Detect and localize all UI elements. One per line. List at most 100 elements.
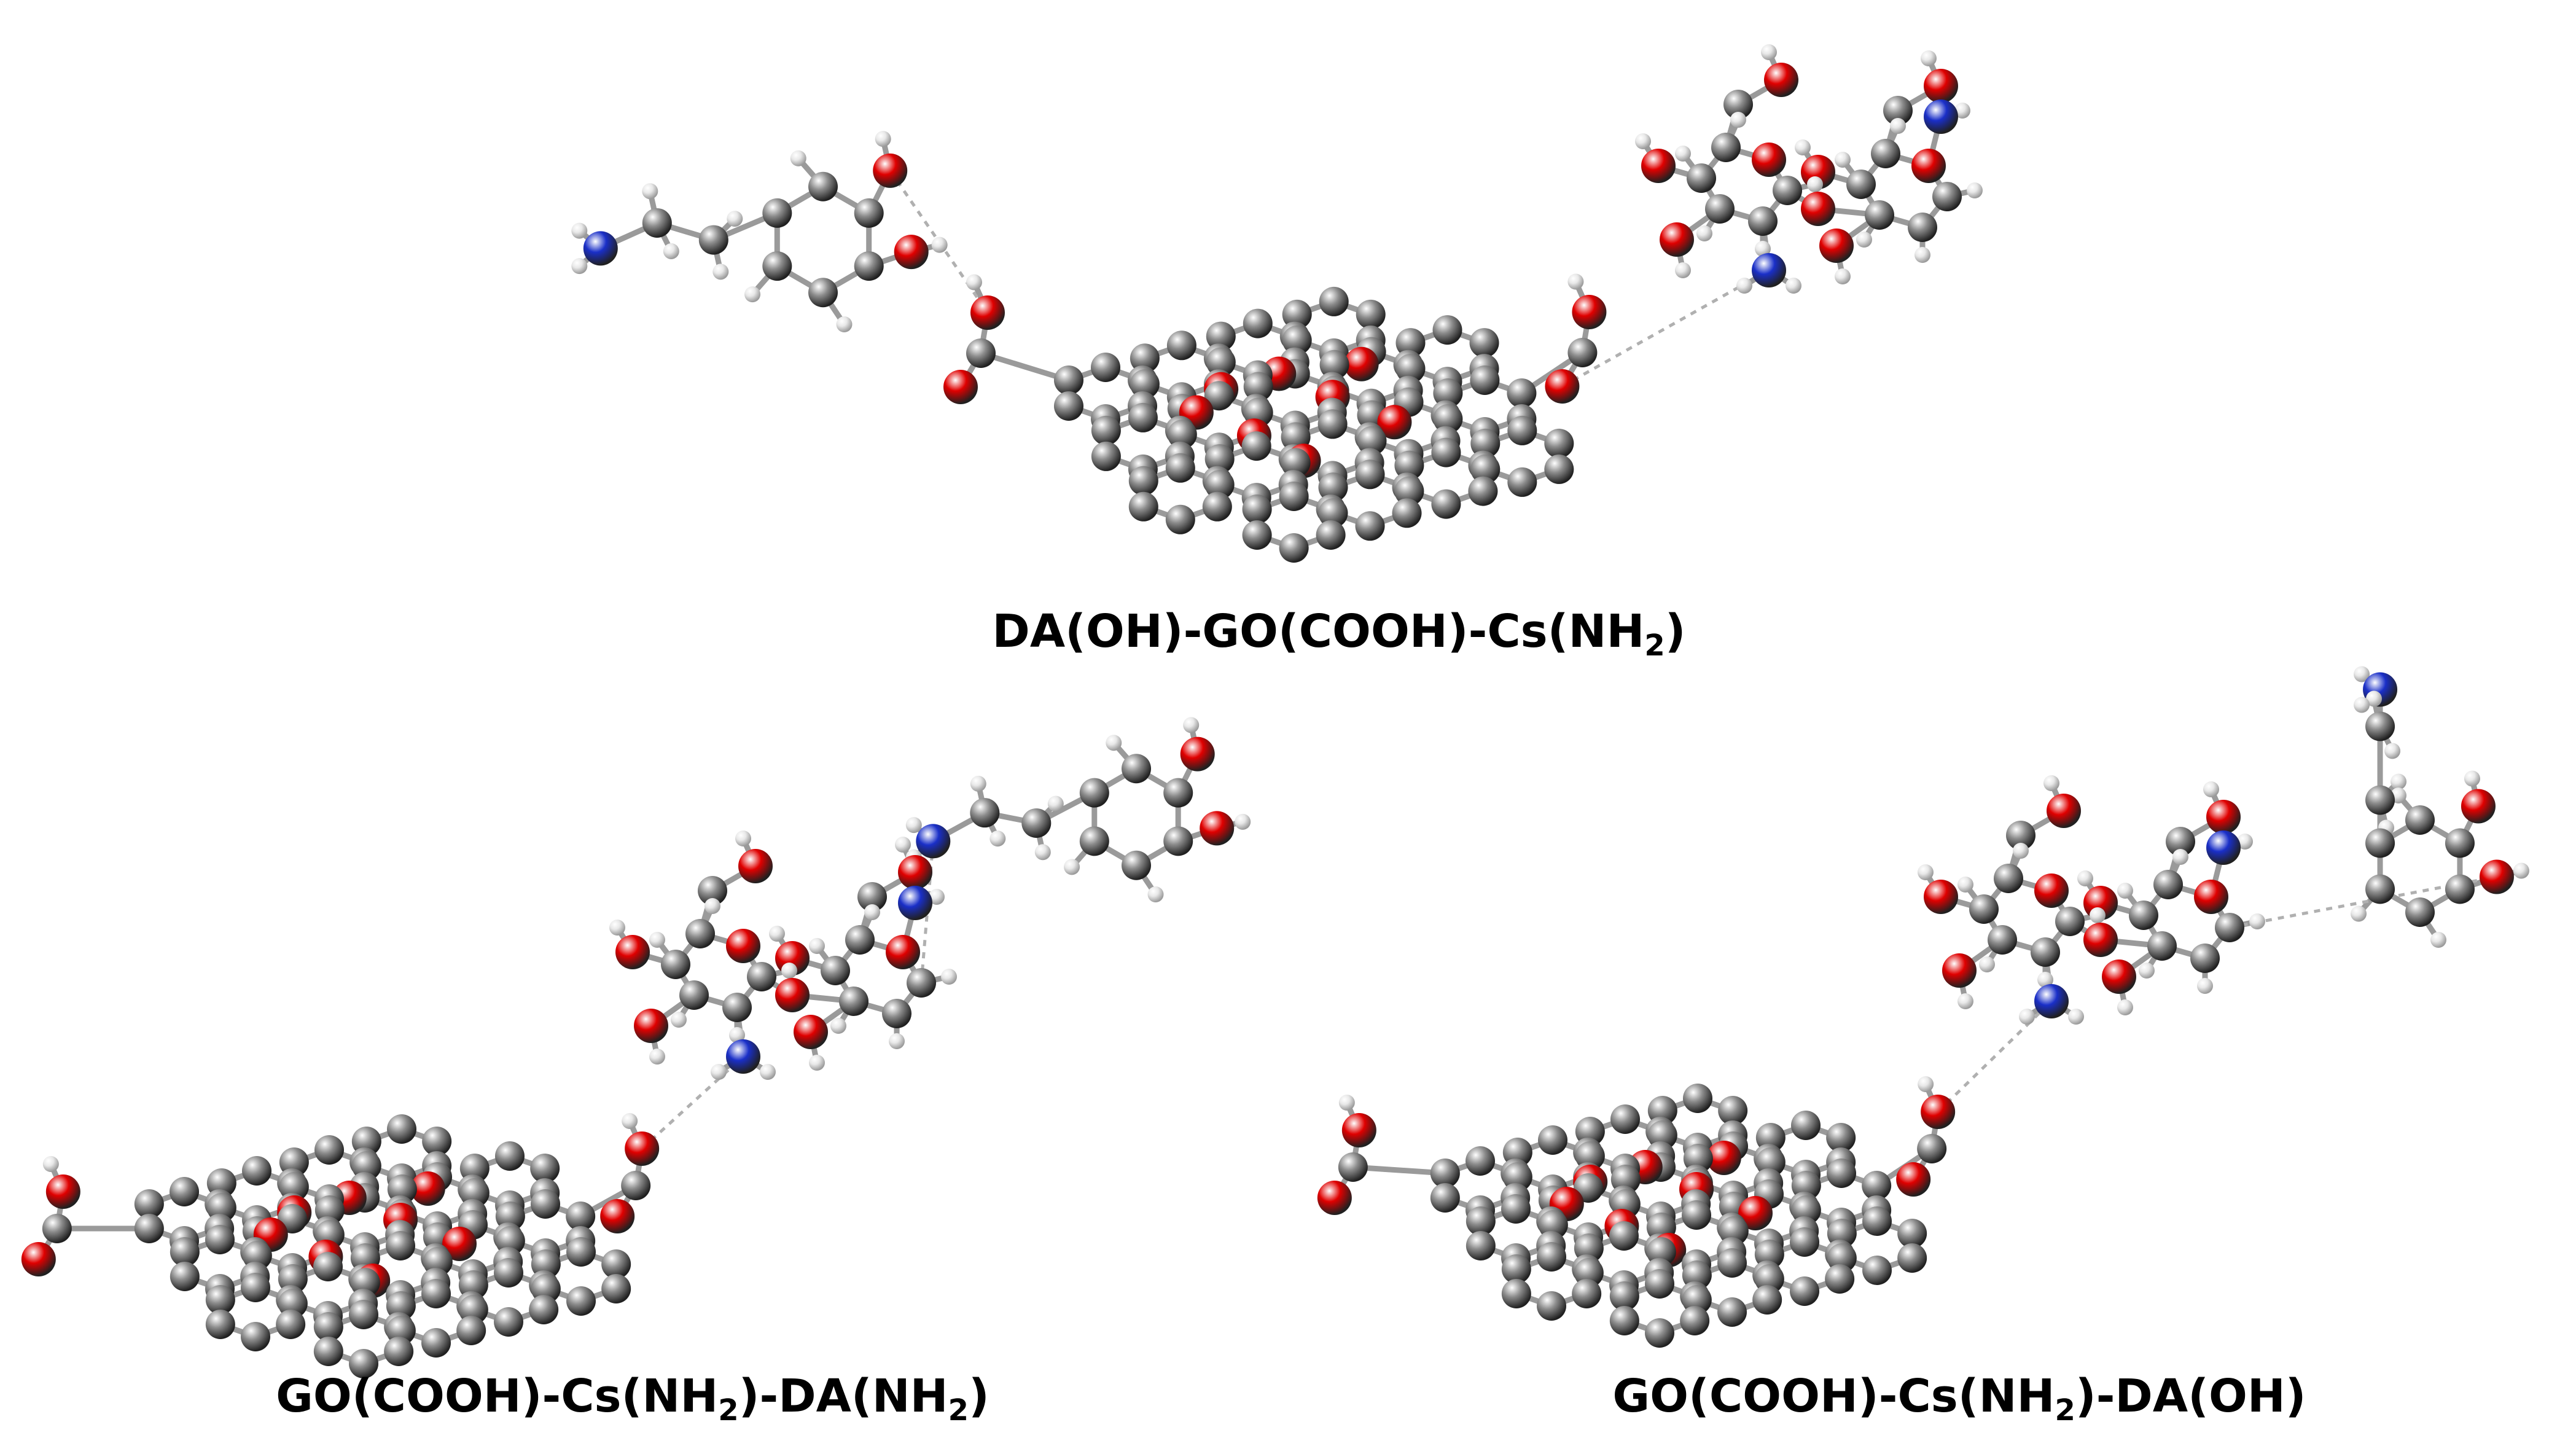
hydrogen-atom (649, 932, 665, 948)
carbon-atom (1846, 170, 1876, 199)
carbon-atom (1544, 428, 1574, 458)
hydrogen-atom (2197, 978, 2213, 994)
carbon-atom (386, 1231, 415, 1260)
atoms (1317, 666, 2529, 1348)
hydrogen-atom (2019, 1009, 2035, 1025)
hydrogen-atom (2117, 883, 2133, 899)
carbon-atom (1130, 343, 1160, 373)
carbon-atom (1466, 1206, 1496, 1236)
carbon-atom (1501, 1254, 1531, 1284)
carbon-atom (1357, 426, 1387, 456)
carbon-atom (1279, 533, 1309, 563)
carbon-atom (313, 1252, 343, 1281)
carbon-atom (1883, 96, 1913, 125)
carbon-atom (2365, 874, 2395, 904)
oxygen-atom (726, 929, 760, 963)
hydrogen-atom (1338, 1095, 1355, 1111)
carbon-atom (1356, 299, 1386, 329)
carbon-atom (1748, 206, 1778, 236)
hydrogen-atom (2249, 913, 2265, 929)
hydrogen-atom (895, 837, 911, 853)
hydrogen-atom (744, 286, 761, 303)
oxygen-atom (1660, 222, 1694, 257)
oxygen-atom (600, 1199, 635, 1233)
carbon-atom (1242, 520, 1272, 550)
carbon-atom (1723, 90, 1753, 119)
panel-top (0, 0, 2576, 676)
hydrogen-bond (641, 1055, 744, 1150)
hydrogen-atom (1921, 50, 1937, 66)
panel-bottom-left (0, 645, 1290, 1382)
carbon-atom (529, 1295, 559, 1324)
carbon-atom (1430, 1159, 1460, 1188)
hydrogen-atom (1957, 877, 1973, 893)
carbon-atom (1242, 494, 1272, 524)
carbon-atom (1279, 482, 1309, 511)
carbon-atom (1432, 315, 1462, 345)
carbon-atom (1317, 409, 1348, 439)
carbon-atom (1908, 213, 1937, 242)
atoms (571, 44, 1983, 563)
carbon-atom (1163, 826, 1193, 856)
carbon-atom (1610, 1104, 1640, 1134)
oxygen-atom (1706, 1141, 1741, 1175)
carbon-atom (170, 1237, 200, 1267)
carbon-atom (854, 198, 884, 228)
hydrogen-atom (781, 963, 797, 979)
hydrogen-atom (2384, 743, 2401, 759)
hydrogen-atom (1235, 813, 1251, 830)
carbon-atom (1316, 520, 1346, 550)
hydrogen-atom (642, 183, 658, 200)
hydrogen-atom (2354, 666, 2370, 682)
carbon-atom (854, 251, 884, 281)
carbon-atom (1865, 200, 1894, 230)
carbon-atom (1165, 453, 1195, 483)
carbon-atom (421, 1279, 451, 1308)
carbon-atom (2147, 931, 2177, 961)
nitrogen-atom (2206, 830, 2241, 865)
carbon-atom (205, 1310, 235, 1339)
oxygen-atom (1752, 143, 1786, 177)
carbon-atom (1431, 489, 1461, 519)
oxygen-atom (45, 1174, 80, 1209)
carbon-atom (685, 919, 715, 948)
carbon-atom (1282, 299, 1312, 329)
oxygen-atom (2034, 873, 2069, 908)
bonds (36, 722, 1246, 1367)
carbon-atom (421, 1328, 451, 1358)
hydrogen-atom (42, 1156, 59, 1172)
carbon-atom (1470, 454, 1501, 484)
carbon-atom (170, 1177, 199, 1206)
bonds (576, 49, 1978, 551)
carbon-atom (1319, 350, 1349, 380)
carbon-atom (2365, 785, 2395, 815)
molecule-bottom-left (21, 717, 1251, 1378)
carbon-atom (2006, 821, 2035, 850)
hydrogen-atom (1918, 864, 1934, 880)
oxygen-atom (2047, 794, 2081, 828)
carbon-atom (1128, 466, 1158, 496)
carbon-atom (422, 1127, 452, 1156)
carbon-atom (1241, 431, 1271, 461)
hydrogen-atom (1567, 273, 1584, 290)
carbon-atom (1466, 1146, 1495, 1176)
hydrogen-atom (1696, 225, 1712, 241)
hydrogen-atom (875, 131, 891, 147)
carbon-atom (1897, 1243, 1927, 1273)
carbon-atom (1682, 1200, 1711, 1230)
hydrogen-atom (2172, 849, 2188, 865)
oxygen-atom (898, 855, 932, 889)
carbon-atom (1567, 338, 1598, 367)
hydrogen-atom (931, 236, 948, 253)
carbon-atom (808, 278, 838, 308)
hydrogen-atom (1835, 268, 1851, 284)
oxygen-atom (1819, 229, 1854, 263)
hydrogen-atom (729, 1027, 745, 1043)
carbon-atom (1862, 1171, 1892, 1200)
carbon-atom (1206, 321, 1236, 351)
nitrogen-atom (916, 824, 951, 859)
nitrogen-atom (583, 231, 618, 266)
carbon-atom (1718, 1096, 1748, 1125)
oxygen-atom (775, 978, 810, 1012)
hydrogen-atom (809, 938, 825, 954)
